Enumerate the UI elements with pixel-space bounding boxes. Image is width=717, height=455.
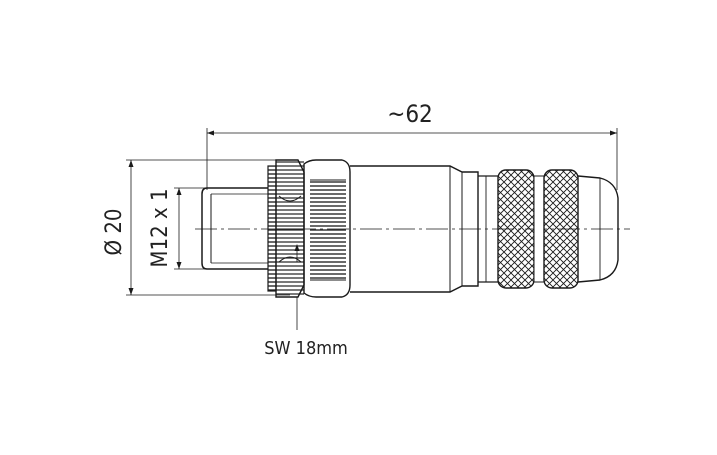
- threaded-pin: [201, 187, 268, 270]
- wrench-size-callout: SW 18mm: [264, 244, 348, 359]
- cable-entry-cone: [577, 175, 619, 283]
- length-dimension: ~62: [206, 100, 618, 190]
- wrench-size-label: SW 18mm: [264, 338, 348, 359]
- coupling-nut: [267, 159, 305, 298]
- thread-label: M12 x 1: [148, 188, 173, 267]
- strain-relief-grip: [497, 169, 579, 289]
- length-label: ~62: [387, 100, 433, 128]
- gland-sleeve: [303, 159, 351, 298]
- diameter-dimension: Ø 20: [102, 159, 290, 296]
- thread-dimension: M12 x 1: [148, 187, 222, 270]
- diameter-label: Ø 20: [102, 208, 127, 255]
- connector-body: [350, 165, 498, 293]
